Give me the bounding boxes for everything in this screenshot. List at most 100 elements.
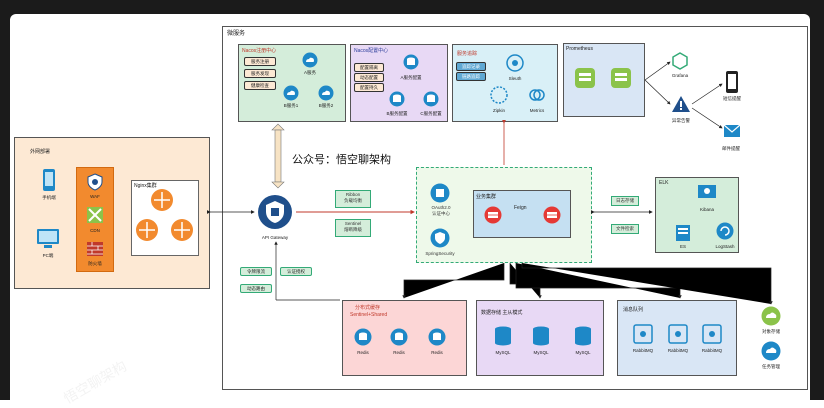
firewall-icon xyxy=(543,206,561,224)
oauth-label: OAuth2.0 认证中心 xyxy=(431,205,451,216)
mq-title: 消息队列 xyxy=(623,307,644,313)
pc-icon xyxy=(37,229,59,248)
logstash-label: LogStash xyxy=(715,244,735,249)
rabbitmq-label: RabbitMQ xyxy=(667,348,689,353)
nacos-config-title: Nacos配置中心 xyxy=(354,48,389,54)
microservice-title: 微服务 xyxy=(227,31,246,37)
firewall-icon xyxy=(87,242,103,256)
mysql-label: MySQL xyxy=(575,350,591,355)
object-storage-icon xyxy=(761,306,781,326)
service-label: A服务 xyxy=(303,70,316,75)
mysql-icon xyxy=(533,326,549,346)
task-label: 任务管理 xyxy=(762,364,780,369)
cloud-icon xyxy=(302,52,318,68)
gateway-tag-auth: 认证授权 xyxy=(280,267,312,276)
config-tag: 配置持久 xyxy=(354,83,384,92)
redis-icon xyxy=(428,328,446,346)
tracing-title: 服务追踪 xyxy=(457,51,478,57)
mysql-icon xyxy=(495,326,511,346)
tracing-tag: 追踪记录 xyxy=(456,62,486,71)
metrics-label: Metrics xyxy=(529,108,545,113)
es-label: ES xyxy=(679,244,686,249)
file-search-label: 文件检索 xyxy=(616,226,634,231)
log-store-tag xyxy=(611,196,639,206)
wechat-label: 公众号：悟空聊架构 xyxy=(292,154,391,166)
grafana-icon xyxy=(672,52,688,70)
spring-security-label: SpringSecurity xyxy=(425,251,455,256)
registry-tag: 健康检查 xyxy=(244,81,276,90)
rabbitmq-icon xyxy=(702,324,722,344)
database-icon xyxy=(423,91,439,107)
spring-security-icon xyxy=(430,228,450,248)
nginx-cluster-title: Nginx集群 xyxy=(134,183,157,189)
config-label: C服务配置 xyxy=(420,111,442,116)
redis-label: Redis xyxy=(431,350,443,355)
mysql-label: MySQL xyxy=(533,350,549,355)
cdn-label: CDN xyxy=(90,228,100,233)
config-label: A服务配置 xyxy=(400,75,422,80)
elk-title: ELK xyxy=(659,180,669,186)
router-icon xyxy=(151,189,173,211)
rabbitmq-label: RabbitMQ xyxy=(632,348,654,353)
config-tag: 配置隔离 xyxy=(354,63,384,72)
alert-icon xyxy=(672,96,690,112)
zipkin-label: Zipkin xyxy=(492,108,505,113)
db-title: 数据存储 主从模式 xyxy=(481,310,523,316)
pc-label: PC端 xyxy=(42,253,54,258)
prometheus-title: Prometheus xyxy=(566,46,593,52)
config-tag: 动态配置 xyxy=(354,73,384,82)
config-label: B服务配置 xyxy=(386,111,408,116)
business-cluster-title: 业务集群 xyxy=(476,194,497,200)
waf-icon xyxy=(87,173,103,191)
database-icon xyxy=(389,91,405,107)
redis-label: Redis xyxy=(393,350,405,355)
zipkin-icon xyxy=(490,86,508,104)
cdn-icon xyxy=(87,207,103,223)
api-gateway-label: API Gateway xyxy=(261,235,289,240)
sleuth-label: Sleuth xyxy=(508,76,522,81)
kibana-label: Kibana xyxy=(699,207,714,212)
firewall-icon xyxy=(484,206,502,224)
logstash-icon xyxy=(716,222,734,240)
ribbon-label: Ribbon 负载均衡 xyxy=(344,192,362,203)
cloud-icon xyxy=(283,85,299,101)
es-icon xyxy=(676,225,690,241)
waf-label: WAF xyxy=(90,194,100,199)
mysql-label: MySQL xyxy=(495,350,511,355)
service-label: B服务1 xyxy=(283,103,299,108)
router-icon xyxy=(171,219,193,241)
tracing-tag: 链路追踪 xyxy=(456,72,486,81)
rabbitmq-icon xyxy=(668,324,688,344)
cache-title: 分布式缓存 xyxy=(355,305,381,311)
grafana-label: Grafana xyxy=(671,73,689,78)
gateway-tag-routing: 动态路由 xyxy=(240,284,272,293)
ribbon-box xyxy=(335,190,371,208)
redis-icon xyxy=(354,328,372,346)
metrics-icon xyxy=(529,89,545,101)
router-icon xyxy=(136,219,158,241)
elk-box xyxy=(655,177,739,253)
kibana-icon xyxy=(698,185,716,198)
api-gateway-icon xyxy=(258,195,292,229)
rabbitmq-icon xyxy=(633,324,653,344)
firewall-label: 防火墙 xyxy=(88,261,102,266)
server-stack-icon xyxy=(575,68,595,88)
registry-tag: 服务发现 xyxy=(244,69,276,78)
sms-label: 短信提醒 xyxy=(723,96,741,101)
cache-subtitle: Sentinel+Shared xyxy=(350,312,388,318)
external-title: 外网部署 xyxy=(30,149,51,155)
mobile-icon xyxy=(726,71,738,93)
service-label: B服务2 xyxy=(318,103,334,108)
redis-icon xyxy=(390,328,408,346)
feign-label: Feign xyxy=(514,205,527,211)
object-storage-label: 对象存储 xyxy=(762,329,780,334)
mysql-icon xyxy=(575,326,591,346)
sleuth-icon xyxy=(506,54,524,72)
gateway-tag-rate-limit: 令牌限流 xyxy=(240,267,272,276)
task-icon xyxy=(761,341,781,361)
database-icon xyxy=(403,54,419,70)
alert-label: 异常告警 xyxy=(672,118,690,123)
sentinel-box xyxy=(335,219,371,237)
registry-tag: 服务注册 xyxy=(244,57,276,66)
